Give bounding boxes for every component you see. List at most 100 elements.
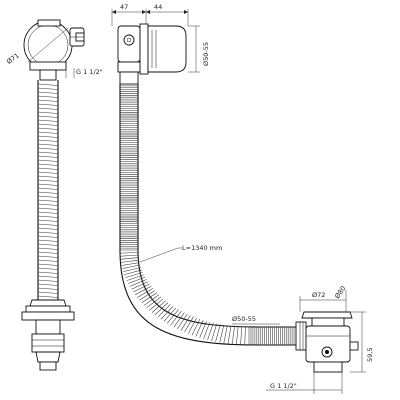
- hose-rib: [195, 320, 204, 337]
- hose-rib: [37, 175, 59, 178]
- hose-rib: [227, 325, 232, 344]
- hose-rib: [37, 243, 59, 246]
- hose-diameter-label: Ø50-55: [232, 315, 256, 323]
- hose-rib: [37, 255, 59, 258]
- plug-diameter-label: Ø72: [312, 291, 325, 299]
- waste-fitting: [21, 299, 75, 371]
- hose-rib: [37, 139, 59, 142]
- hose-rib: [37, 143, 59, 146]
- hose-rib: [157, 304, 171, 318]
- hose-rib: [37, 171, 59, 174]
- hose-rib: [219, 324, 225, 343]
- hose-rib: [37, 115, 59, 118]
- hose-rib: [37, 147, 59, 150]
- left-view: Ø71 G 1 1/2": [5, 19, 103, 371]
- hose-rib: [37, 263, 59, 266]
- hose-rib: [160, 306, 174, 320]
- hose-rib: [37, 155, 59, 158]
- hose-rib: [37, 207, 59, 210]
- hose-rib: [223, 325, 228, 344]
- hose-rib: [37, 187, 59, 190]
- hose-rib: [37, 183, 59, 186]
- hose-rib: [37, 127, 59, 130]
- hose-rib: [37, 107, 59, 110]
- hose-rib: [215, 324, 221, 342]
- hose-rib: [173, 312, 185, 328]
- hose-rib: [37, 83, 59, 86]
- hose-rib: [129, 279, 147, 287]
- hose-rib: [37, 99, 59, 102]
- plug-height-label: Ø80: [333, 285, 347, 301]
- hose-rib: [120, 252, 139, 254]
- hose-rib: [37, 259, 59, 262]
- vertical-hose-ribs: [37, 83, 59, 298]
- hose-rib: [187, 317, 197, 334]
- hose-rib: [37, 231, 59, 234]
- hose-rib: [121, 259, 139, 263]
- hose-rib: [133, 283, 150, 293]
- top-width-dimension: [111, 9, 189, 26]
- vertical-hose: [37, 80, 59, 300]
- hose-rib: [143, 294, 159, 306]
- width-left-label: 47: [120, 3, 128, 11]
- hose-rib: [37, 95, 59, 98]
- hose-rib: [37, 251, 59, 254]
- hose-rib: [131, 281, 149, 290]
- hose-rib: [139, 290, 155, 301]
- hose-rib: [203, 321, 211, 340]
- hose-rib: [180, 315, 191, 331]
- hose-length-label: L=1340 mm: [182, 244, 222, 252]
- cap-diameter-label: Ø50-55: [202, 42, 210, 66]
- hose-rib: [211, 323, 218, 341]
- hose-rib: [37, 239, 59, 242]
- hose-rib: [37, 287, 59, 290]
- hose-rib: [37, 203, 59, 206]
- hose-rib: [166, 309, 179, 324]
- hose-rib: [37, 267, 59, 270]
- long-hose: [119, 83, 297, 346]
- hose-rib: [37, 119, 59, 122]
- hose-rib: [184, 316, 194, 333]
- width-right-label: 44: [154, 3, 162, 11]
- hose-rib: [37, 111, 59, 114]
- hose-rib: [120, 254, 139, 257]
- hose-rib: [37, 163, 59, 166]
- hose-rib: [122, 264, 141, 269]
- hose-rib: [37, 211, 59, 214]
- hose-rib: [37, 215, 59, 218]
- hose-rib: [37, 103, 59, 106]
- hose-rib: [124, 269, 142, 275]
- hose-rib: [37, 291, 59, 294]
- hose-rib: [149, 298, 164, 311]
- drain-height-label: 59,5: [366, 348, 374, 362]
- hose-rib: [121, 262, 140, 266]
- hose-rib: [125, 272, 143, 278]
- hose-rib: [207, 322, 214, 341]
- hose-rib: [170, 310, 182, 326]
- hose-rib: [37, 271, 59, 274]
- hose-rib: [37, 219, 59, 222]
- hose-rib: [141, 292, 157, 304]
- hose-rib: [236, 326, 239, 345]
- hose-rib: [37, 191, 59, 194]
- right-view: 47 44 Ø50-55 L=1340 mm: [111, 3, 374, 394]
- hose-rib: [151, 300, 166, 313]
- hose-rib: [37, 131, 59, 134]
- overflow-diameter-label: Ø71: [5, 52, 21, 66]
- hose-rib: [231, 326, 235, 345]
- hose-rib: [37, 167, 59, 170]
- hose-rib: [163, 307, 177, 322]
- hose-rib: [37, 227, 59, 230]
- hose-rib: [244, 326, 246, 345]
- hose-rib: [37, 195, 59, 198]
- overflow-thread-label: G 1 1/2": [76, 68, 103, 76]
- overflow-side: [117, 23, 187, 85]
- hose-rib: [37, 91, 59, 94]
- hose-rib: [146, 296, 162, 309]
- hose-rib: [37, 123, 59, 126]
- hose-rib: [120, 257, 139, 260]
- hose-rib: [37, 279, 59, 282]
- hose-rib: [37, 135, 59, 138]
